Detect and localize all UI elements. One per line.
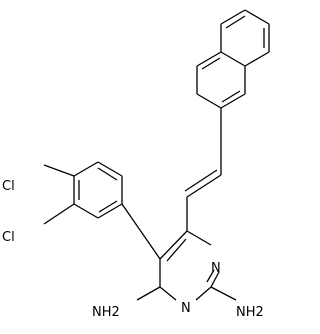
bond [186,230,212,246]
bond [244,9,270,25]
bond [196,93,222,109]
bond [98,200,118,213]
chlorine-label-top: Cl [2,179,15,194]
chlorine-label-bottom: Cl [2,230,15,245]
bond [196,51,222,67]
dichlorophenyl-ring [73,161,161,260]
bond [73,161,99,177]
bond [221,90,241,103]
ring-nitrogen-upper: N [211,261,221,276]
amine-label-right: NH2 [236,305,264,320]
bond [206,269,215,283]
bond [97,167,118,181]
molecule-structure: Cl Cl N N NH2 NH2 [2,9,270,320]
bond [186,174,222,198]
bond [220,51,246,67]
bond [159,286,177,301]
bond [201,57,221,70]
amine-bonds [136,286,237,301]
bond [210,286,237,301]
bond [43,203,75,225]
naphthalene-ring-a [220,9,270,67]
bond [184,169,218,192]
bond [220,9,246,25]
bond [43,164,75,177]
bond [166,238,187,262]
vinyl-linker [184,108,222,231]
amine-label-left: NH2 [92,305,120,320]
bond [73,203,99,219]
naphthalene-ring-b [196,51,246,109]
chlorine-bonds [43,164,75,225]
bond [121,203,161,260]
bond [244,51,270,67]
bond [225,15,246,29]
bond [220,93,246,109]
bond [97,161,123,177]
pyrimidine-ring [159,230,220,301]
bond [195,286,212,301]
bond [136,286,161,301]
ring-nitrogen-lower: N [181,301,191,316]
bond [159,230,188,260]
bond [97,203,123,219]
bond [210,271,220,288]
